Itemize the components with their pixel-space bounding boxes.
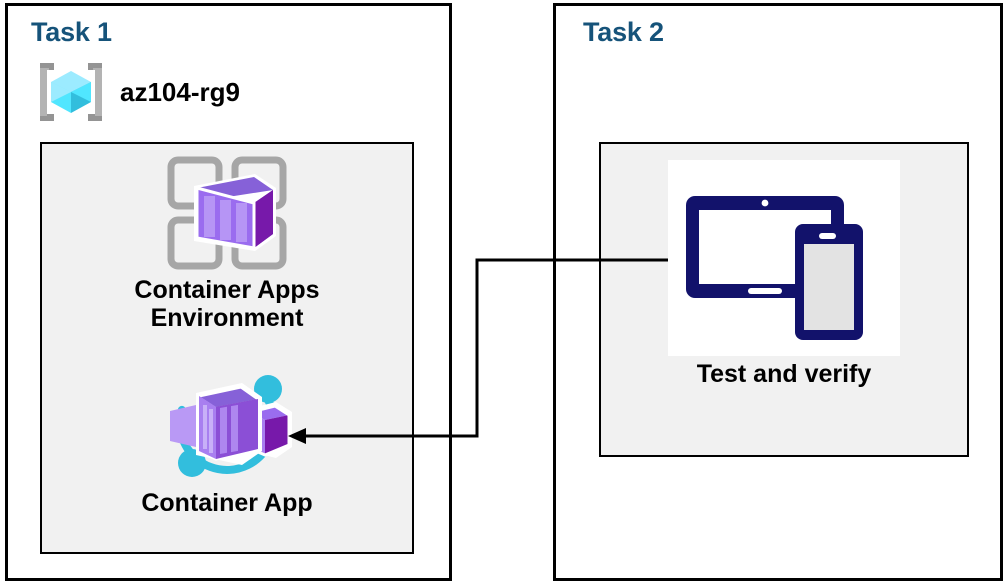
node-test-and-verify[interactable]: Test and verify <box>599 160 969 388</box>
node-container-apps-environment-label: Container Apps Environment <box>134 276 320 332</box>
container-apps-environment-icon <box>163 152 291 272</box>
task-1-title: Task 1 <box>31 17 112 47</box>
container-app-icon <box>152 365 302 485</box>
resource-group-icon <box>34 57 108 127</box>
node-container-app-label: Container App <box>141 489 313 517</box>
resource-group-row: az104-rg9 <box>34 57 240 127</box>
test-and-verify-devices-icon <box>668 160 900 356</box>
resource-group-label: az104-rg9 <box>120 76 240 107</box>
node-test-and-verify-label: Test and verify <box>696 360 872 388</box>
node-container-apps-environment[interactable]: Container Apps Environment <box>40 152 414 332</box>
task-2-title: Task 2 <box>583 17 664 47</box>
node-container-app[interactable]: Container App <box>40 365 414 517</box>
